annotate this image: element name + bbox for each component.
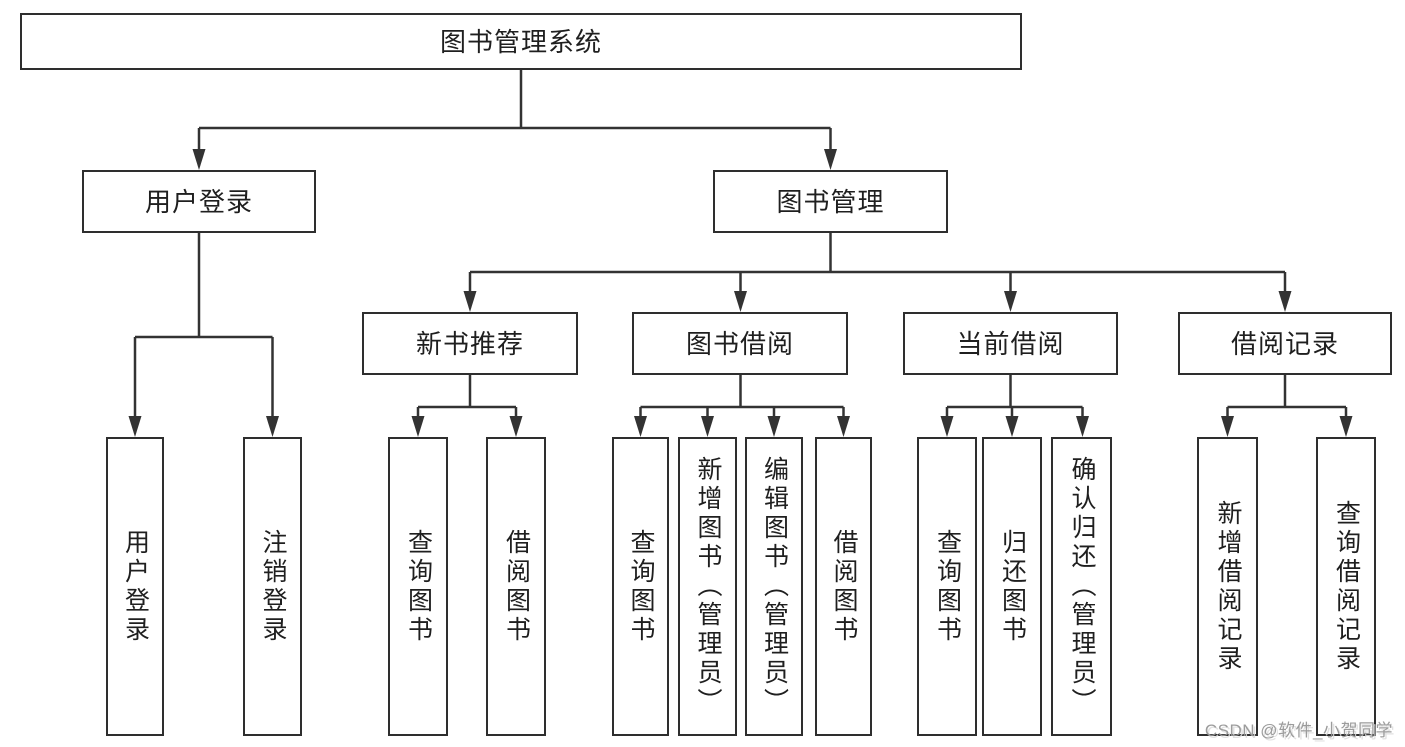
- node-return-books: 归还图书: [982, 437, 1042, 736]
- node-add-books-admin: 新增图书（管理员）: [678, 437, 737, 736]
- arrowhead-icon: [1005, 416, 1019, 437]
- arrowhead-icon: [824, 149, 837, 170]
- node-label: 图书借阅: [685, 328, 794, 359]
- node-label: 借阅图书: [830, 528, 858, 645]
- node-query-books-borrow: 查询图书: [612, 437, 669, 736]
- arrowhead-icon: [509, 416, 523, 437]
- arrowhead-icon: [128, 416, 142, 437]
- connector-path: [135, 70, 1346, 409]
- arrowhead-icon: [1221, 416, 1234, 437]
- node-label: 当前借阅: [956, 328, 1065, 359]
- arrowhead-icon: [266, 416, 279, 437]
- arrowhead-icon: [1004, 291, 1017, 312]
- node-label: 新增借阅记录: [1214, 499, 1242, 674]
- node-label: 新增图书（管理员）: [694, 456, 722, 717]
- node-query-books-recommend: 查询图书: [388, 437, 448, 736]
- arrowhead-icon: [837, 416, 850, 437]
- watermark: CSDN @软件_小贺同学: [1204, 721, 1393, 740]
- arrowhead-icon: [701, 416, 714, 437]
- node-borrow-books-recommend: 借阅图书: [486, 437, 546, 736]
- arrowhead-icon: [1076, 416, 1089, 437]
- node-label: 注销登录: [259, 528, 287, 645]
- node-label: 确认归还（管理员）: [1068, 456, 1096, 717]
- node-label: 查询图书: [933, 528, 962, 645]
- node-label: 用户登录: [144, 186, 253, 217]
- node-label: 新书推荐: [415, 328, 524, 359]
- node-label: 用户登录: [121, 528, 150, 645]
- node-new-book-recommend: 新书推荐: [362, 312, 578, 375]
- node-label: 查询借阅记录: [1332, 499, 1361, 674]
- node-root: 图书管理系统: [20, 13, 1022, 70]
- node-logout: 注销登录: [243, 437, 302, 736]
- node-label: 查询图书: [627, 528, 655, 645]
- node-label: 查询图书: [404, 528, 433, 645]
- node-label: 归还图书: [998, 528, 1027, 645]
- node-borrow-records: 借阅记录: [1178, 312, 1392, 375]
- arrowhead-icon: [767, 416, 781, 437]
- arrowhead-icon: [1339, 416, 1353, 437]
- node-user-login: 用户登录: [82, 170, 316, 233]
- node-book-borrow: 图书借阅: [632, 312, 848, 375]
- node-user-login-leaf: 用户登录: [106, 437, 164, 736]
- node-edit-books-admin: 编辑图书（管理员）: [745, 437, 803, 736]
- node-label: 图书管理系统: [439, 26, 602, 57]
- node-label: 图书管理: [776, 186, 885, 217]
- node-query-borrow-record: 查询借阅记录: [1316, 437, 1376, 736]
- node-confirm-return-admin: 确认归还（管理员）: [1051, 437, 1112, 736]
- arrowhead-icon: [463, 291, 477, 312]
- node-current-borrow: 当前借阅: [903, 312, 1118, 375]
- node-label: 借阅图书: [502, 528, 531, 645]
- node-borrow-books: 借阅图书: [815, 437, 872, 736]
- node-query-books-current: 查询图书: [917, 437, 977, 736]
- arrowhead-icon: [734, 291, 747, 312]
- arrowhead-icon: [1278, 291, 1292, 312]
- arrowhead-icon: [940, 416, 954, 437]
- arrowhead-icon: [192, 149, 206, 170]
- node-add-borrow-record: 新增借阅记录: [1197, 437, 1258, 736]
- node-label: 借阅记录: [1230, 328, 1339, 359]
- arrowhead-icon: [634, 416, 647, 437]
- node-book-management: 图书管理: [713, 170, 948, 233]
- arrowhead-icon: [411, 416, 425, 437]
- node-label: 编辑图书（管理员）: [760, 456, 789, 717]
